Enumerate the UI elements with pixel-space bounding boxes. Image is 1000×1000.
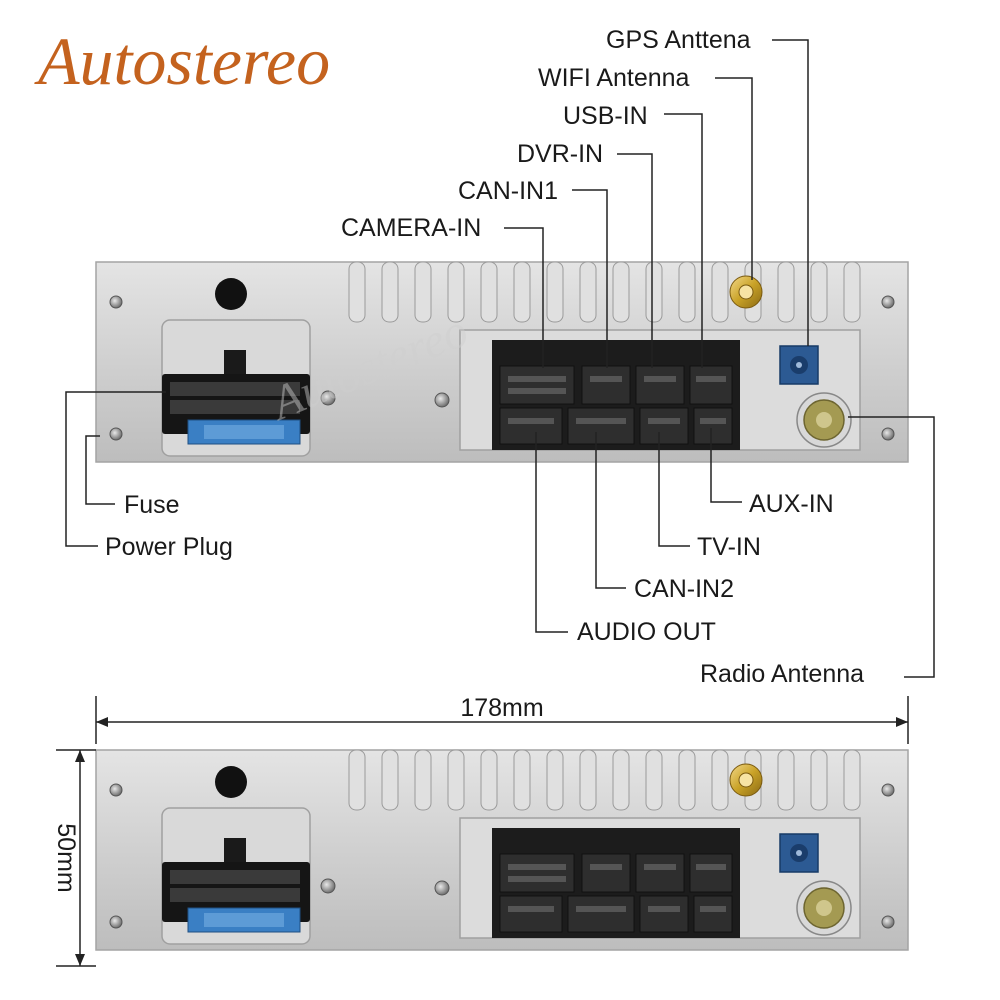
label-wifi-antenna: WIFI Antenna	[538, 64, 690, 92]
label-radio-antenna: Radio Antenna	[700, 660, 864, 688]
leader-gps-antenna	[772, 39, 809, 346]
back-panel-top	[95, 261, 909, 463]
leader-camera-in	[504, 227, 544, 368]
label-camera-in: CAMERA-IN	[341, 214, 481, 242]
leader-radio-antenna	[848, 416, 935, 678]
label-aux-in: AUX-IN	[749, 490, 834, 518]
dimension-height-label: 50mm	[52, 823, 80, 892]
label-audio-out: AUDIO OUT	[577, 618, 716, 646]
label-dvr-in: DVR-IN	[517, 140, 603, 168]
leader-audio-out	[535, 432, 568, 633]
leader-wifi-antenna	[715, 77, 753, 280]
leader-can-in2	[595, 432, 626, 589]
leader-aux-in	[710, 428, 742, 503]
label-gps-antenna: GPS Anttena	[606, 26, 751, 54]
leader-usb-in	[664, 113, 703, 368]
dimension-width-label: 178mm	[460, 694, 543, 722]
leader-power-plug	[65, 391, 166, 547]
leader-fuse	[85, 435, 115, 505]
label-fuse: Fuse	[124, 491, 180, 519]
leader-dvr-in	[617, 153, 653, 368]
label-tv-in: TV-IN	[697, 533, 761, 561]
leader-tv-in	[658, 432, 690, 547]
label-can-in1: CAN-IN1	[458, 177, 558, 205]
brand-logo: Autostereo	[34, 23, 330, 99]
label-power-plug: Power Plug	[105, 533, 233, 561]
dimension-height	[56, 749, 96, 967]
label-can-in2: CAN-IN2	[634, 575, 734, 603]
dimension-width	[95, 696, 909, 744]
leader-can-in1	[572, 189, 608, 368]
label-usb-in: USB-IN	[563, 102, 648, 130]
back-panel-bottom	[95, 749, 909, 951]
